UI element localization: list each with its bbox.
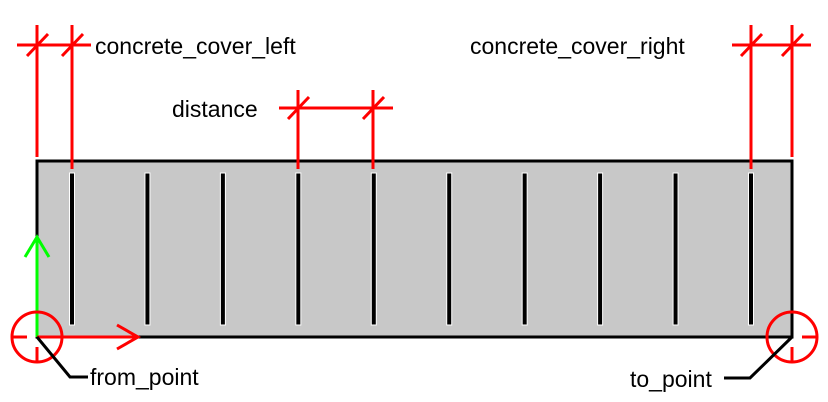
rebar <box>295 172 302 326</box>
concrete-section <box>35 159 794 339</box>
x-axis-arrow <box>37 323 142 351</box>
rebar <box>672 172 679 326</box>
label-from-point: from_point <box>90 364 199 390</box>
dimension-distance <box>279 90 393 169</box>
label-to-point: to_point <box>630 366 712 392</box>
dimension-concrete-cover-right <box>732 25 811 169</box>
label-concrete-cover-right: concrete_cover_right <box>470 33 685 59</box>
rebar <box>597 172 604 326</box>
to-point-marker <box>765 310 819 364</box>
rebar <box>370 172 377 326</box>
rebar <box>69 172 75 326</box>
label-distance: distance <box>172 96 258 122</box>
dimension-concrete-cover-left <box>17 25 91 169</box>
from-point-marker <box>10 310 64 364</box>
rebar <box>521 172 528 326</box>
rebar <box>219 172 226 326</box>
to-point-leader <box>724 335 794 380</box>
y-axis-arrow <box>23 234 51 337</box>
rebar <box>144 172 151 326</box>
from-point-leader <box>35 336 88 379</box>
rebar <box>748 172 754 326</box>
label-concrete-cover-left: concrete_cover_left <box>95 33 296 59</box>
rebar-group <box>69 172 754 326</box>
rebar <box>446 172 453 326</box>
